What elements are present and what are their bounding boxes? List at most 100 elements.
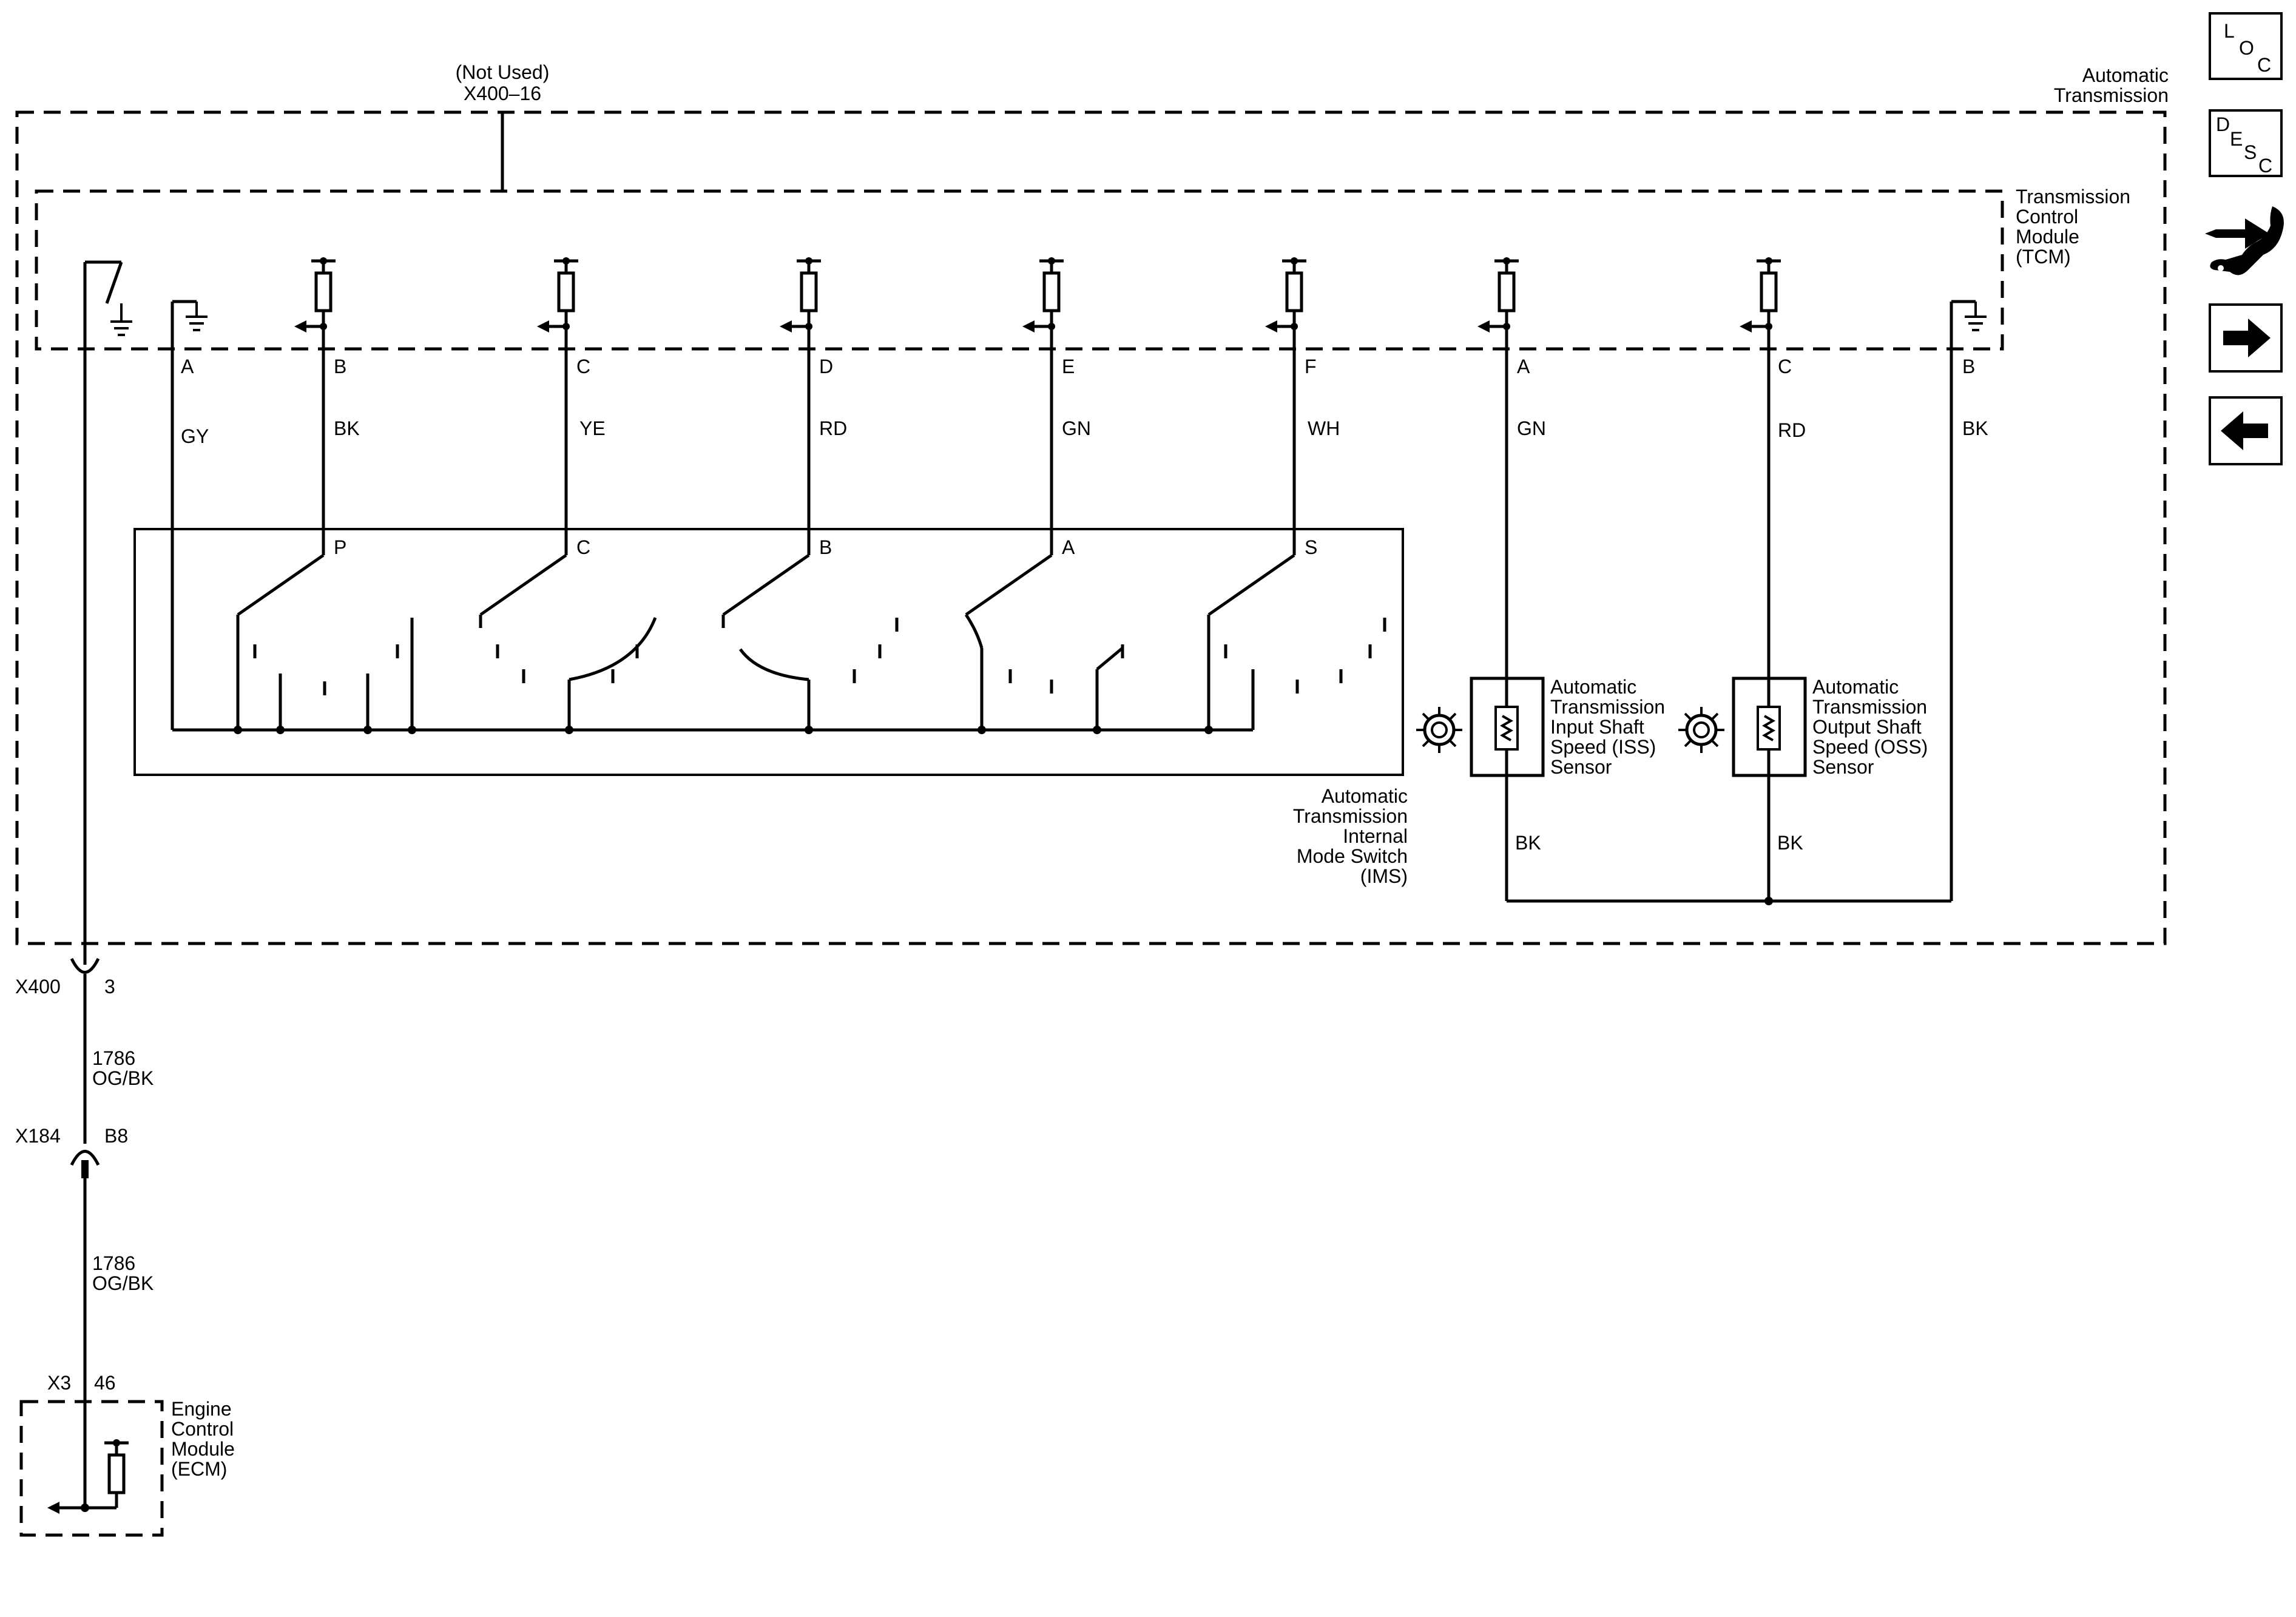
iss-ground-wire-color: BK bbox=[1515, 832, 1541, 854]
tcm-input-channel-6-junction bbox=[1503, 323, 1510, 330]
tcm-input-channel-3-junction bbox=[805, 323, 812, 330]
tcm-pin-c-label: C bbox=[576, 356, 590, 377]
iss-gear-icon bbox=[1416, 707, 1462, 753]
location-button[interactable]: L O C bbox=[2209, 12, 2283, 80]
iss-label-5: Sensor bbox=[1550, 756, 1612, 778]
wire-color-gy: GY bbox=[181, 425, 209, 447]
tcm-input-channel-6-arrow bbox=[1477, 320, 1490, 333]
automatic-transmission-label-1: Automatic bbox=[2082, 64, 2169, 86]
iss-label-1: Automatic bbox=[1550, 676, 1636, 698]
ims-pin-c: C bbox=[576, 536, 590, 558]
tcm-label-4: (TCM) bbox=[2016, 246, 2071, 268]
wire-color-bk-2: BK bbox=[1962, 417, 1988, 439]
sensor-ground-bus bbox=[1505, 775, 1951, 905]
description-button-letter-d: D bbox=[2216, 113, 2230, 135]
iss-sensor bbox=[1470, 677, 1545, 777]
tcm-pin-b-label: B bbox=[334, 356, 346, 377]
x400-pin-label: 3 bbox=[104, 976, 115, 998]
tcm-output-switch bbox=[83, 260, 132, 937]
tcm-label-3: Module bbox=[2016, 226, 2079, 248]
tcm-pin-labels: A B C D E F A C B bbox=[181, 356, 1975, 377]
next-page-button[interactable] bbox=[2209, 303, 2283, 373]
automatic-transmission-boundary bbox=[15, 110, 2167, 945]
arrow-left-icon bbox=[2221, 411, 2268, 450]
ims-junctions bbox=[234, 726, 1213, 734]
wire-color-gn-1: GN bbox=[1062, 417, 1091, 439]
tcm-input-channel-5-resistor bbox=[1285, 271, 1303, 312]
ims-contacts bbox=[172, 553, 1386, 732]
ims-pin-labels: P C B A S bbox=[334, 536, 1317, 558]
tcm-pin-iss-label: A bbox=[1517, 356, 1530, 377]
x184-pin-label: B8 bbox=[104, 1125, 128, 1147]
x184-connector-label: X184 bbox=[15, 1125, 61, 1147]
ground-symbol-right bbox=[1950, 300, 1987, 901]
oss-label-4: Speed (OSS) bbox=[1812, 736, 1928, 758]
tcm-label-2: Control bbox=[2016, 206, 2078, 228]
wire-color-ye: YE bbox=[579, 417, 606, 439]
ecm-label-2: Control bbox=[171, 1418, 234, 1440]
oss-ground-wire-color: BK bbox=[1777, 832, 1803, 854]
tcm-pin-a-label: A bbox=[181, 356, 194, 377]
ims-label-5: (IMS) bbox=[1360, 865, 1408, 887]
wire-color-bk-1: BK bbox=[334, 417, 360, 439]
tcm-input-channel-3-resistor bbox=[800, 271, 818, 312]
tcm-input-channel-4-resistor bbox=[1042, 271, 1061, 312]
oss-label-3: Output Shaft bbox=[1812, 716, 1922, 738]
ground-symbol-left bbox=[171, 300, 208, 730]
ims-label-4: Mode Switch bbox=[1297, 845, 1408, 867]
oss-label-2: Transmission bbox=[1812, 696, 1927, 718]
description-button-letter-c: C bbox=[2258, 155, 2272, 177]
ims-label-1: Automatic bbox=[1322, 785, 1408, 807]
wire-color-gn-2: GN bbox=[1517, 417, 1546, 439]
tcm-input-channel-5-arrow bbox=[1265, 320, 1277, 333]
tcm-input-channel-4-arrow bbox=[1022, 320, 1035, 333]
description-button[interactable]: D E S C bbox=[2209, 109, 2283, 177]
circuit-1786 bbox=[70, 937, 100, 1508]
tcm-input-channel-7-resistor bbox=[1760, 271, 1778, 312]
x3-connector-label: X3 bbox=[47, 1372, 71, 1394]
not-used-label: (Not Used) bbox=[456, 61, 550, 83]
tcm-pin-oss-label: C bbox=[1778, 356, 1792, 377]
wire-color-labels: GY BK YE RD GN WH GN RD BK bbox=[181, 417, 1988, 447]
location-button-letter-l: L bbox=[2224, 20, 2235, 42]
x3-pin-label: 46 bbox=[94, 1372, 116, 1394]
ims-pin-a: A bbox=[1062, 536, 1075, 558]
description-button-letter-s: S bbox=[2244, 141, 2257, 163]
tcm-label-1: Transmission bbox=[2016, 186, 2130, 208]
tcm-input-channel-5-junction bbox=[1291, 323, 1298, 330]
repair-wrench-icon[interactable] bbox=[2205, 206, 2284, 275]
wire-color-wh: WH bbox=[1308, 417, 1340, 439]
iss-label-2: Transmission bbox=[1550, 696, 1665, 718]
automatic-transmission-label-2: Transmission bbox=[2054, 84, 2169, 106]
ecm-label-4: (ECM) bbox=[171, 1458, 227, 1480]
tcm-input-channel-4-junction bbox=[1048, 323, 1055, 330]
wire-color-rd-1: RD bbox=[819, 417, 847, 439]
tcm-pin-d-label: D bbox=[819, 356, 833, 377]
iss-label-3: Input Shaft bbox=[1550, 716, 1644, 738]
arrow-right-icon bbox=[2223, 319, 2271, 357]
x400-16-label: X400–16 bbox=[464, 83, 541, 104]
tcm-pin-f-label: F bbox=[1305, 356, 1317, 377]
ecm-input-channel bbox=[47, 1439, 129, 1514]
ims-pin-b: B bbox=[819, 536, 832, 558]
oss-gear-icon bbox=[1678, 707, 1724, 753]
tcm-input-channel-1-arrow bbox=[294, 320, 306, 333]
location-button-letter-o: O bbox=[2239, 37, 2254, 59]
ecm-boundary bbox=[19, 1400, 164, 1537]
circuit-color-1: OG/BK bbox=[92, 1067, 154, 1089]
circuit-number-2: 1786 bbox=[92, 1252, 135, 1274]
ims-label-2: Transmission bbox=[1293, 805, 1408, 827]
tcm-boundary bbox=[35, 189, 2004, 351]
tcm-input-channel-1-junction bbox=[320, 323, 327, 330]
tcm-input-channel-6-resistor bbox=[1497, 271, 1516, 312]
iss-label-4: Speed (ISS) bbox=[1550, 736, 1656, 758]
previous-page-button[interactable] bbox=[2209, 396, 2283, 465]
tcm-input-channel-3-arrow bbox=[780, 320, 792, 333]
ecm-label-3: Module bbox=[171, 1438, 235, 1460]
oss-label-1: Automatic bbox=[1812, 676, 1899, 698]
tcm-input-channel-2-resistor bbox=[557, 271, 575, 312]
tcm-pin-ground-label: B bbox=[1962, 356, 1975, 377]
tcm-input-channels bbox=[294, 257, 1781, 678]
tcm-input-channel-2-junction bbox=[562, 323, 570, 330]
